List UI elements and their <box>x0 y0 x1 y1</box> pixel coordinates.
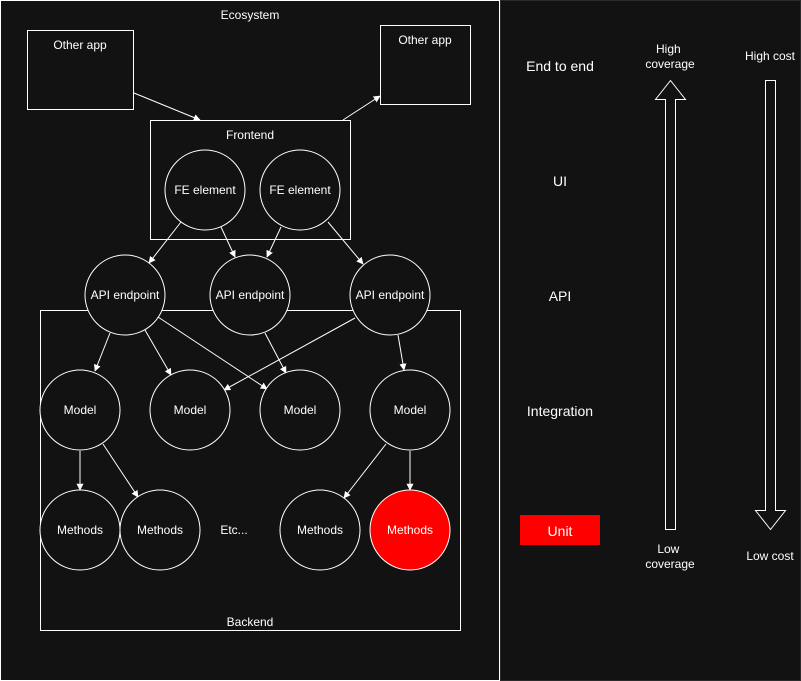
ecosystem-label: Ecosystem <box>221 8 280 22</box>
fe-element-label: FE element <box>269 183 331 197</box>
coverage-arrow-up-icon <box>654 79 687 530</box>
arrow-api1-to-model2 <box>144 329 172 376</box>
api-endpoint-label: API endpoint <box>91 288 160 302</box>
arrow-frontend-to-otherapp <box>342 95 381 121</box>
api-endpoint-node: API endpoint <box>84 254 166 336</box>
arrow-api1-to-model3 <box>157 316 268 390</box>
api-endpoint-node: API endpoint <box>349 254 431 336</box>
arrow-api1-to-model1 <box>94 332 111 372</box>
etc-label: Etc... <box>220 523 247 537</box>
frontend-container <box>150 120 351 240</box>
api-endpoint-label: API endpoint <box>356 288 425 302</box>
methods-node-highlighted: Methods <box>369 489 451 571</box>
level-unit: Unit <box>548 523 573 539</box>
methods-node: Methods <box>39 489 121 571</box>
arrow-fe1-to-api2 <box>220 226 236 258</box>
model-label: Model <box>394 403 427 417</box>
coverage-high-label: High coverage <box>645 42 695 71</box>
coverage-low-label: Low coverage <box>645 542 695 571</box>
methods-node: Methods <box>279 489 361 571</box>
fe-element-node: FE element <box>164 149 246 231</box>
backend-container <box>40 310 461 631</box>
model-label: Model <box>284 403 317 417</box>
arrow-fe2-to-api2 <box>266 226 282 258</box>
other-app-box-left <box>27 30 134 110</box>
arrow-fe2-to-api3 <box>327 221 364 265</box>
model-label: Model <box>64 403 97 417</box>
ecosystem-container <box>0 0 500 681</box>
model-node: Model <box>149 369 231 451</box>
other-app-label-left: Other app <box>53 38 107 52</box>
model-node: Model <box>39 369 121 451</box>
right-panel <box>500 0 801 681</box>
methods-node: Methods <box>119 489 201 571</box>
methods-label: Methods <box>297 523 343 537</box>
cost-low-label: Low cost <box>746 549 794 563</box>
methods-label: Methods <box>387 523 433 537</box>
arrow-model1-to-methods2 <box>102 443 139 498</box>
level-api: API <box>549 288 572 304</box>
other-app-label-right: Other app <box>398 33 452 47</box>
arrow-api2-to-model3 <box>264 332 287 374</box>
api-endpoint-label: API endpoint <box>216 288 285 302</box>
api-endpoint-node: API endpoint <box>209 254 291 336</box>
model-label: Model <box>174 403 207 417</box>
fe-element-label: FE element <box>174 183 236 197</box>
arrow-otherapp-to-frontend <box>133 92 201 121</box>
arrow-fe1-to-api1 <box>148 221 182 264</box>
cost-high-label: High cost <box>745 49 796 63</box>
fe-element-node: FE element <box>259 149 341 231</box>
methods-label: Methods <box>57 523 103 537</box>
arrow-api3-to-model2 <box>223 317 356 391</box>
level-unit-highlight <box>520 515 600 545</box>
model-node: Model <box>369 369 451 451</box>
arrow-api3-to-model4 <box>397 334 407 371</box>
frontend-label: Frontend <box>226 128 274 142</box>
level-ui: UI <box>553 173 567 189</box>
level-integration: Integration <box>527 403 593 419</box>
model-node: Model <box>259 369 341 451</box>
level-end-to-end: End to end <box>526 58 594 74</box>
other-app-box-right <box>380 25 471 105</box>
cost-arrow-down-icon <box>754 80 787 531</box>
arrow-model4-to-methods3 <box>343 443 387 499</box>
methods-label: Methods <box>137 523 183 537</box>
backend-label: Backend <box>227 615 274 629</box>
connectors <box>76 92 414 499</box>
